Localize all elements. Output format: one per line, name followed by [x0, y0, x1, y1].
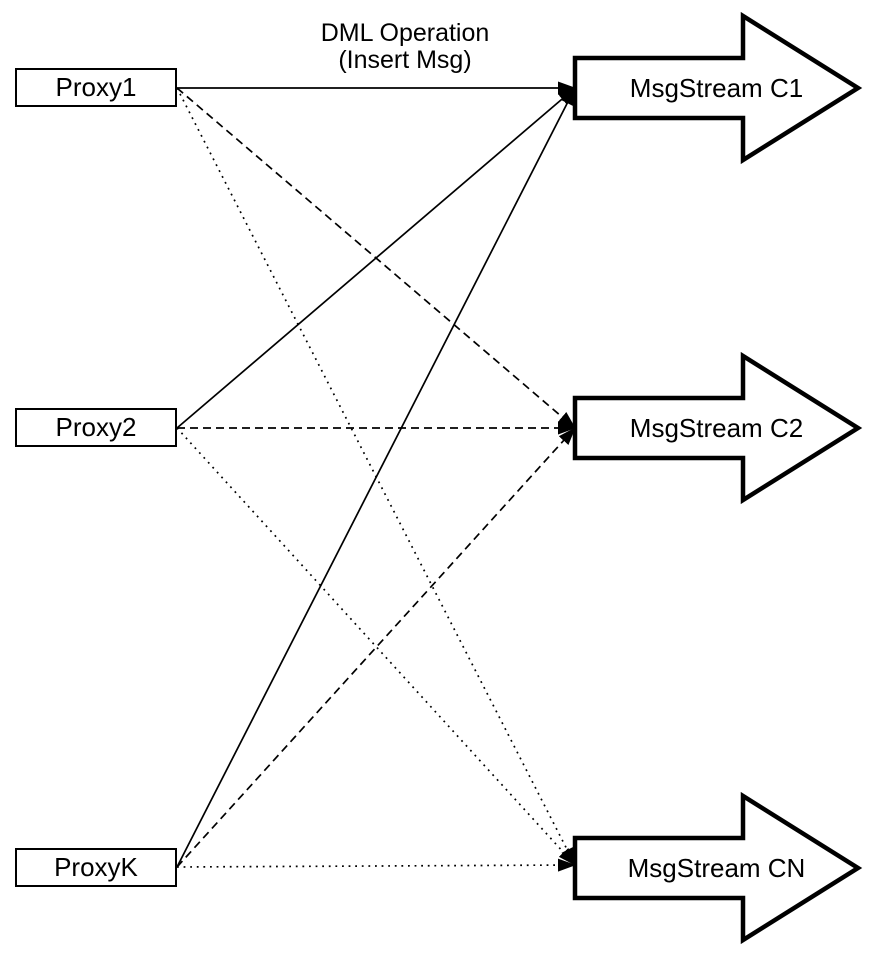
node-proxy1: Proxy1 [15, 68, 177, 107]
edge-proxy1-cn [176, 87, 576, 866]
diagram-title-line1: DML Operation [320, 19, 490, 47]
node-proxy1-label: Proxy1 [55, 72, 137, 102]
node-proxyk-label: ProxyK [54, 852, 138, 882]
edge-proxyk-c2 [176, 427, 576, 868]
diagram-title: DML Operation (Insert Msg) [255, 20, 555, 74]
edge-proxyk-cn [176, 858, 576, 872]
msgstream-c2-arrow-shape [572, 351, 863, 505]
edge-proxy1-c2 [176, 87, 576, 429]
node-proxy2-label: Proxy2 [55, 412, 137, 442]
msgstream-cn-arrow-shape [572, 791, 863, 945]
node-proxy2: Proxy2 [15, 408, 177, 447]
msgstream-c1-arrow-shape [572, 11, 863, 165]
edge-proxy2-cn [176, 427, 576, 866]
diagram-title-line2: (Insert Msg) [338, 46, 472, 74]
edge-layer [176, 81, 576, 872]
node-proxyk: ProxyK [15, 848, 177, 887]
